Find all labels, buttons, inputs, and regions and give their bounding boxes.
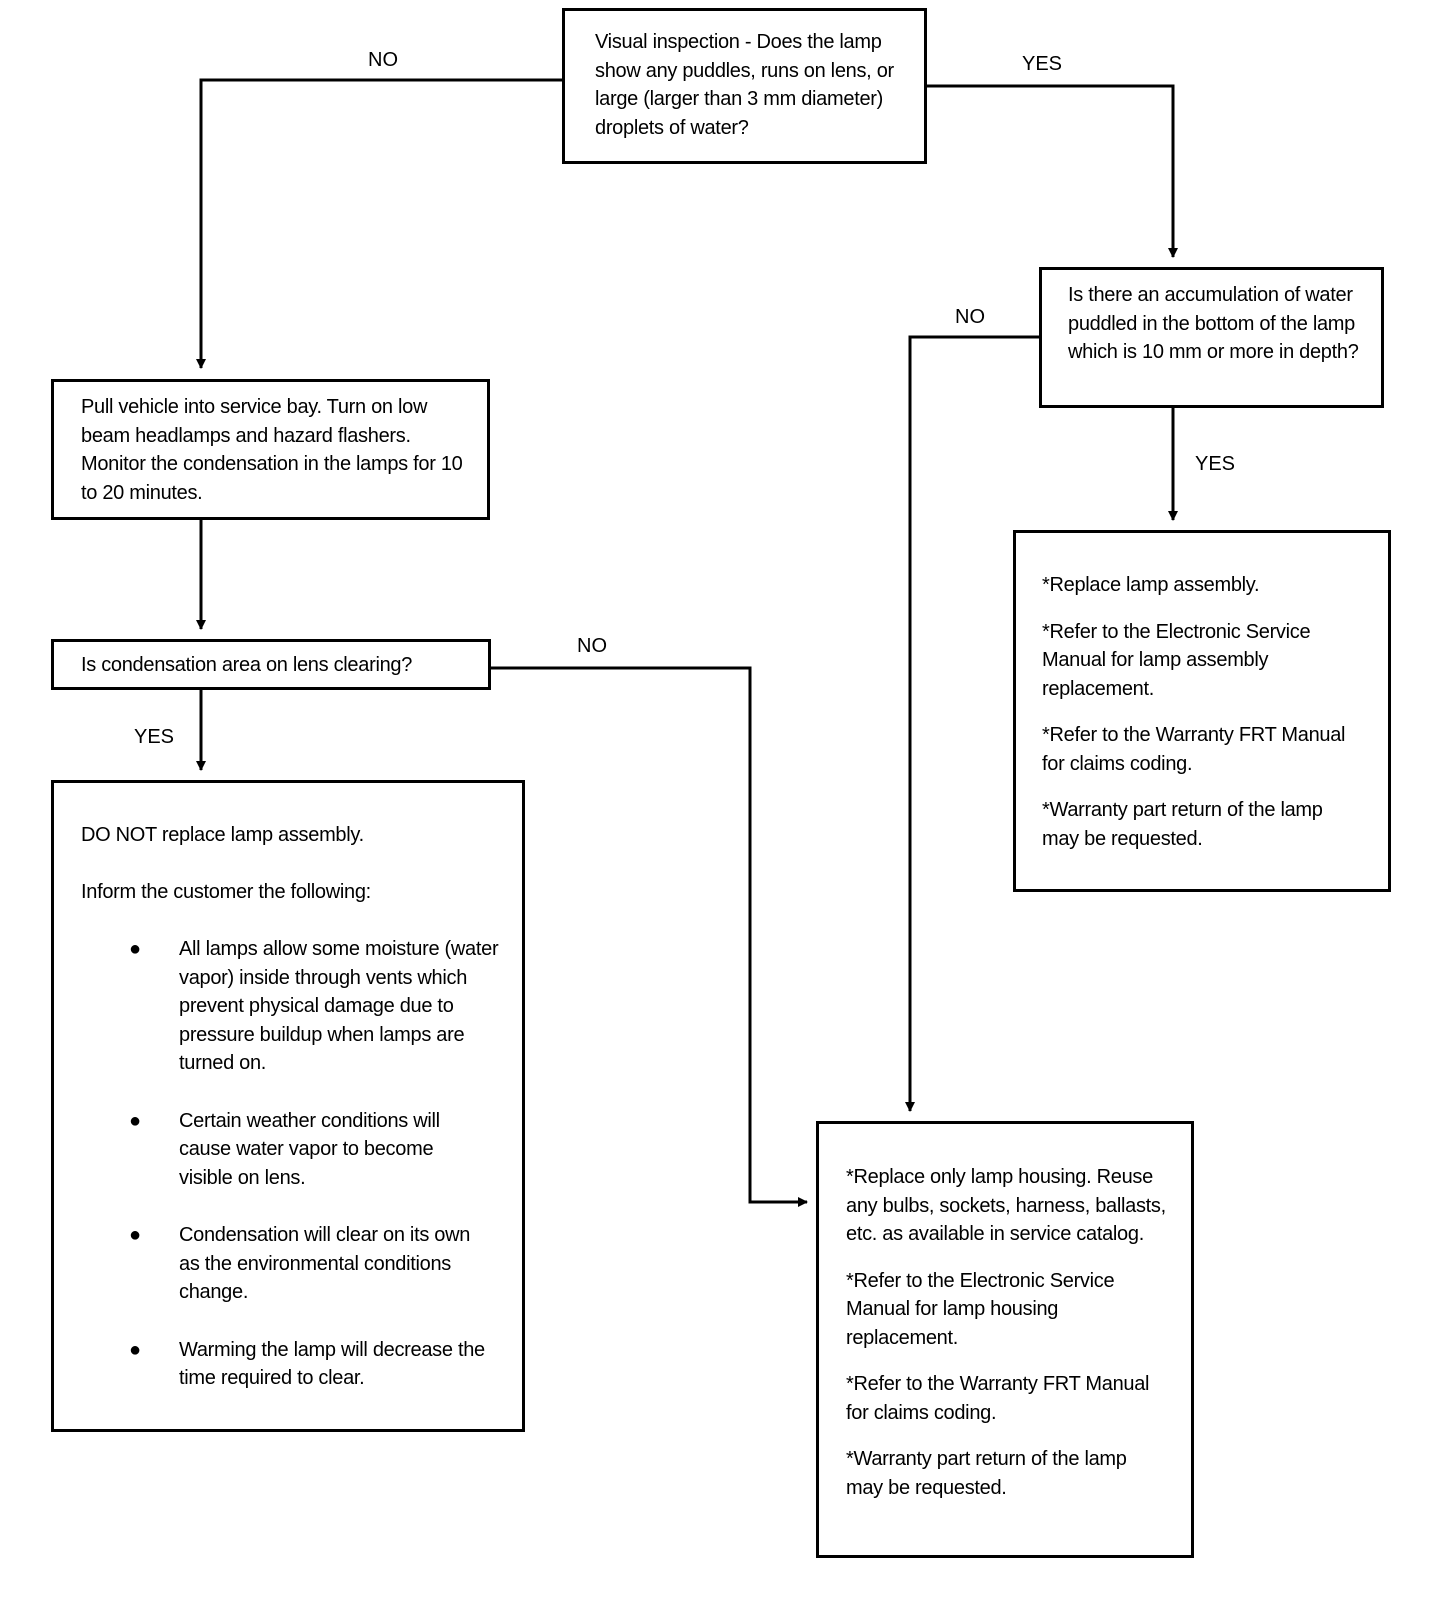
pull-vehicle-text: Pull vehicle into service bay. Turn on l… xyxy=(81,396,463,504)
label-visual-no: NO xyxy=(368,49,398,71)
inform-customer-intro: Inform the customer the following: xyxy=(81,880,371,903)
replace-assembly-item: *Warranty part return of the lamp may be… xyxy=(1042,799,1323,850)
arrow-accumulation-no xyxy=(905,335,1040,1112)
visual-inspection-box: Visual inspection - Does the lamp show a… xyxy=(562,8,927,164)
replace-housing-item: *Refer to the Warranty FRT Manual for cl… xyxy=(846,1373,1150,1424)
replace-assembly-item: *Refer to the Warranty FRT Manual for cl… xyxy=(1042,724,1346,775)
do-not-replace-box: DO NOT replace lamp assembly. Inform the… xyxy=(51,780,525,1432)
bullet-icon: ● xyxy=(129,938,141,960)
condensation-clearing-text: Is condensation area on lens clearing? xyxy=(81,654,413,676)
bullet-icon: ● xyxy=(129,1109,141,1132)
customer-info-item: ● All lamps allow some moisture (water v… xyxy=(81,935,502,1078)
accumulation-question-box: Is there an accumulation of water puddle… xyxy=(1039,267,1384,408)
label-clearing-no: NO xyxy=(577,635,607,657)
customer-info-item: ● Certain weather conditions will cause … xyxy=(81,1107,502,1193)
label-clearing-yes: YES xyxy=(134,726,175,748)
replace-assembly-item: *Refer to the Electronic Service Manual … xyxy=(1042,620,1311,700)
visual-inspection-text: Visual inspection - Does the lamp show a… xyxy=(595,31,894,139)
bullet-icon: ● xyxy=(129,1338,141,1361)
replace-housing-item: *Refer to the Electronic Service Manual … xyxy=(846,1269,1115,1349)
bullet-icon: ● xyxy=(129,1224,141,1246)
accumulation-question-text: Is there an accumulation of water puddle… xyxy=(1068,284,1359,363)
customer-info-list: ● All lamps allow some moisture (water v… xyxy=(81,935,502,1393)
customer-info-text: All lamps allow some moisture (water vap… xyxy=(179,938,499,1074)
do-not-replace-heading: DO NOT replace lamp assembly. xyxy=(81,824,364,846)
replace-housing-box: *Replace only lamp housing. Reuse any bu… xyxy=(816,1121,1194,1558)
label-accumulation-yes: YES xyxy=(1195,453,1236,475)
customer-info-text: Certain weather conditions will cause wa… xyxy=(179,1109,440,1189)
condensation-clearing-box: Is condensation area on lens clearing? xyxy=(51,639,491,690)
arrow-visual-yes xyxy=(927,84,1178,258)
customer-info-text: Condensation will clear on its own as th… xyxy=(179,1224,471,1303)
replace-assembly-item: *Replace lamp assembly. xyxy=(1042,574,1260,596)
label-visual-yes: YES xyxy=(1022,53,1063,75)
replace-assembly-box: *Replace lamp assembly. *Refer to the El… xyxy=(1013,530,1391,892)
customer-info-item: ● Warming the lamp will decrease the tim… xyxy=(81,1336,502,1393)
replace-housing-item: *Replace only lamp housing. Reuse any bu… xyxy=(846,1166,1166,1245)
customer-info-text: Warming the lamp will decrease the time … xyxy=(179,1338,485,1390)
arrow-visual-no xyxy=(196,78,563,369)
replace-housing-item: *Warranty part return of the lamp may be… xyxy=(846,1448,1127,1499)
arrow-clearing-no xyxy=(490,666,808,1207)
customer-info-item: ● Condensation will clear on its own as … xyxy=(81,1221,502,1307)
pull-vehicle-box: Pull vehicle into service bay. Turn on l… xyxy=(51,379,490,520)
label-accumulation-no: NO xyxy=(955,306,985,328)
